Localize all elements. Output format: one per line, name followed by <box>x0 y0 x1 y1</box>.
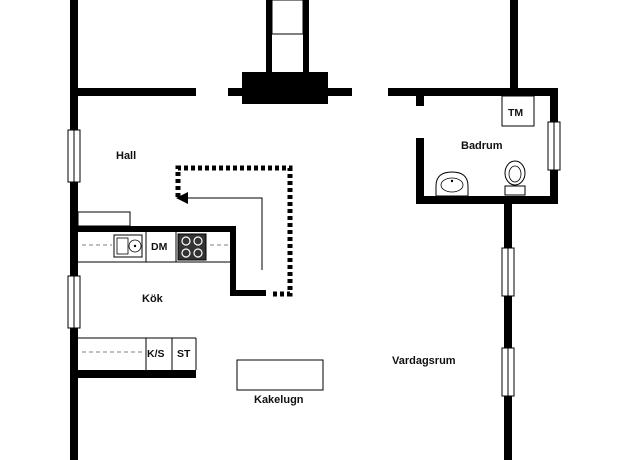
kitchen-partition-bottom <box>230 290 266 296</box>
chimney-flue <box>271 0 304 35</box>
stove-icon <box>177 233 207 261</box>
right-lower-wall <box>504 198 512 460</box>
window-kitchen <box>67 275 81 329</box>
kitchen-partition-right <box>230 226 236 296</box>
toilet-icon <box>504 160 526 196</box>
window-bathroom <box>547 121 561 171</box>
arrow-left-icon <box>176 192 188 204</box>
kitchen-bottom-wall <box>78 370 196 378</box>
top-right-wall <box>388 88 558 96</box>
staircase-outline <box>175 165 293 297</box>
label-st: ST <box>177 348 191 360</box>
staircase-path <box>188 197 263 270</box>
label-dm: DM <box>151 241 168 253</box>
top-left-wall <box>78 88 196 96</box>
walls <box>70 0 558 460</box>
hall-shelf <box>77 211 131 227</box>
bathroom-fixtures <box>435 95 535 197</box>
left-outer-wall <box>70 0 78 460</box>
window-living-upper <box>501 247 515 297</box>
washbasin-icon <box>435 171 469 197</box>
room-label-kok: Kök <box>142 293 164 305</box>
label-tm: TM <box>508 107 523 119</box>
washing-machine-box <box>501 95 535 127</box>
room-label-hall: Hall <box>116 150 136 162</box>
kakelugn-shape <box>236 359 324 391</box>
label-ks: K/S <box>147 348 165 360</box>
room-label-badrum: Badrum <box>461 140 503 152</box>
sink-icon <box>113 234 143 258</box>
room-label-vardagsrum: Vardagsrum <box>392 355 456 367</box>
chimney-stub-right <box>328 88 352 96</box>
windows <box>67 121 561 397</box>
chimney-base <box>242 72 328 104</box>
chimney-shaft-right <box>303 0 309 72</box>
bathroom-left-wall <box>416 138 424 204</box>
label-kakelugn: Kakelugn <box>254 394 304 406</box>
right-upper-wall <box>510 0 518 96</box>
chimney-shaft-left <box>266 0 272 72</box>
kitchen <box>77 211 266 370</box>
bathroom-door-stub <box>416 96 424 106</box>
window-hall <box>67 129 81 183</box>
kitchen-partition-top <box>78 226 236 232</box>
bathroom-bottom-wall <box>416 196 558 204</box>
window-living-lower <box>501 347 515 397</box>
staircase <box>175 165 293 297</box>
chimney-stub-left <box>228 88 242 96</box>
